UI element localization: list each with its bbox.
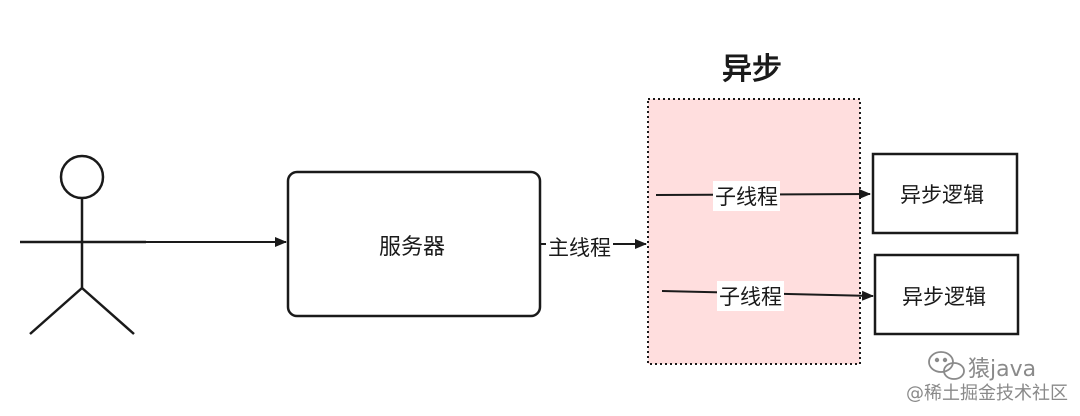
server-label: 服务器 xyxy=(379,235,446,260)
sub-thread-label-1: 子线程 xyxy=(713,181,780,211)
sub-thread-label-2: 子线程 xyxy=(717,281,784,311)
actor-figure xyxy=(20,154,146,335)
async-region xyxy=(647,98,861,365)
async-logic-label-2: 异步逻辑 xyxy=(902,285,986,309)
watermark-site: @稀土掘金技术社区 xyxy=(906,383,1068,404)
async-logic-label-1: 异步逻辑 xyxy=(900,183,984,207)
wechat-icon xyxy=(928,351,965,380)
actor-head xyxy=(59,154,105,200)
actor-left-leg xyxy=(29,287,83,335)
actor-right-leg xyxy=(81,287,135,335)
async-logic-box-1 xyxy=(871,152,1019,235)
async-title: 异步 xyxy=(722,52,782,87)
async-logic-box-2 xyxy=(873,253,1020,336)
watermark-name: 猿java xyxy=(968,357,1037,382)
main-thread-label: 主线程 xyxy=(546,232,613,262)
